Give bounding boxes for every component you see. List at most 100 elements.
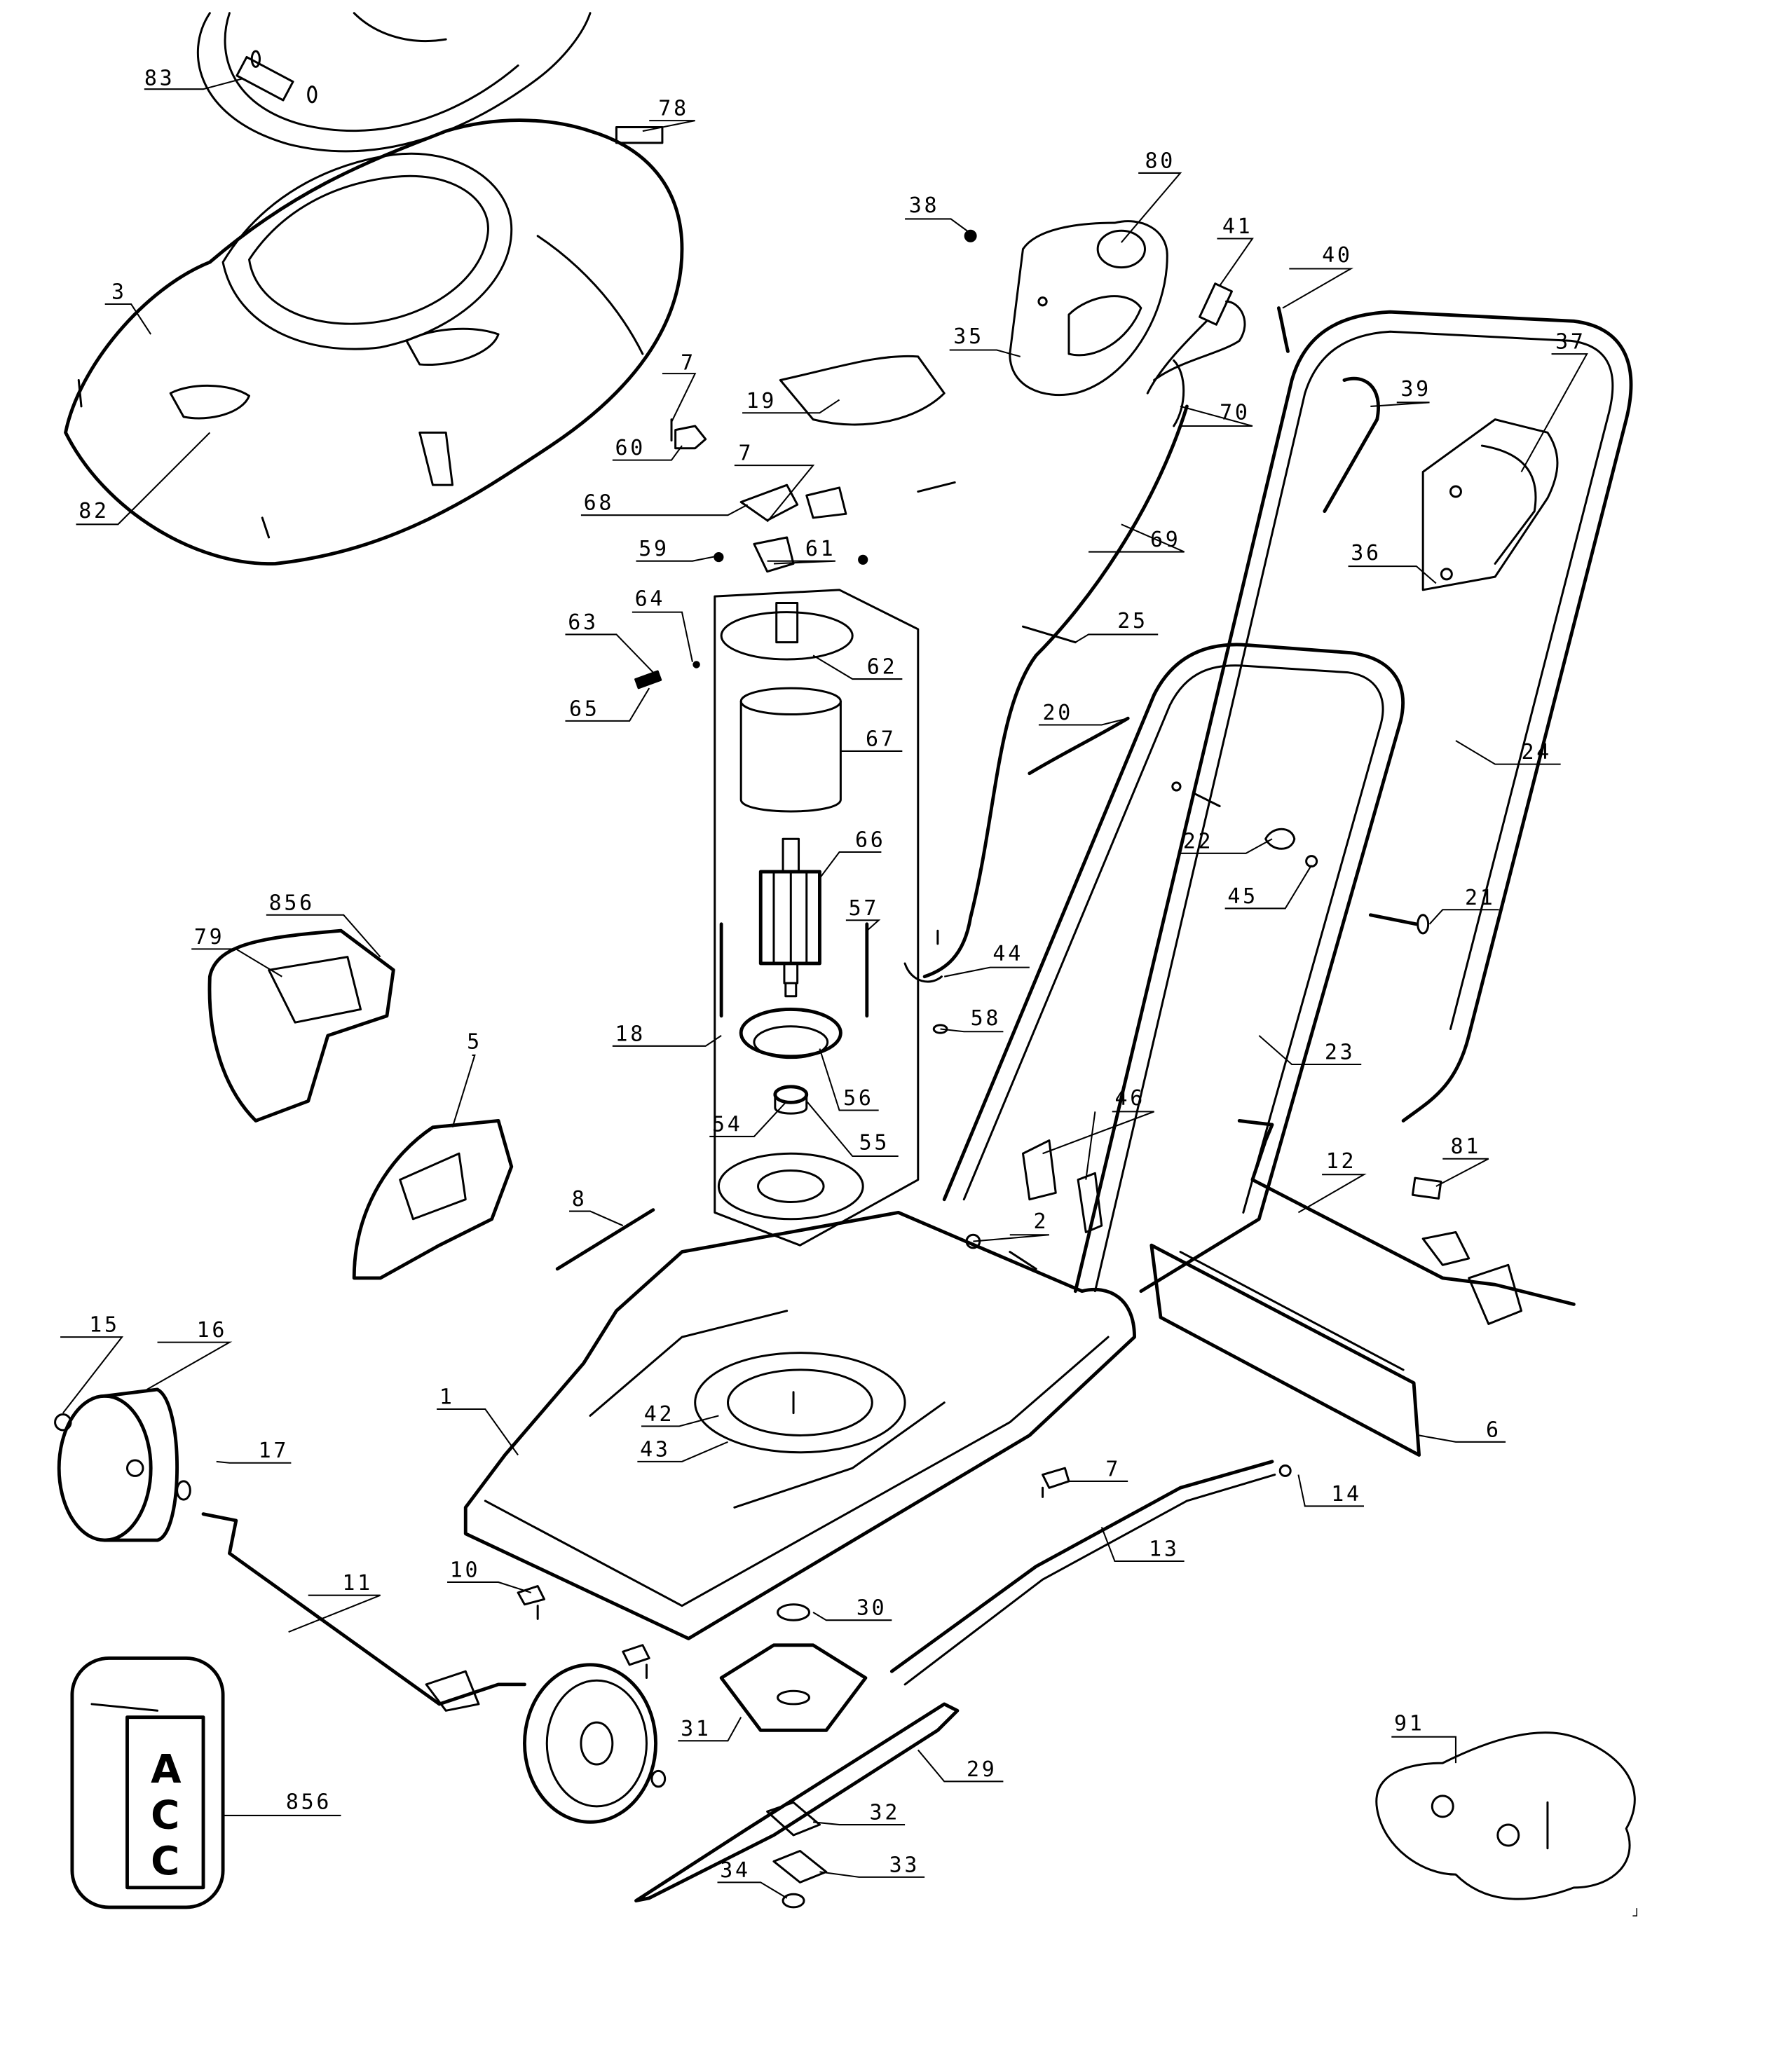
callout-label: 59 <box>639 537 669 561</box>
callout-label: 7 <box>681 351 696 376</box>
callout-label: 3 <box>111 280 127 305</box>
leader-line <box>1074 633 1159 643</box>
leader-line <box>1179 838 1273 854</box>
leader-line <box>146 1341 233 1390</box>
callout-label: 2 <box>1033 1209 1049 1234</box>
callout-label: 30 <box>857 1596 887 1621</box>
part-25-cable-clip <box>1021 625 1077 644</box>
part-41-cable <box>1146 282 1246 394</box>
callout-67: 67 <box>840 727 903 752</box>
part-motor-base-plate <box>717 1152 864 1221</box>
part-39-lever <box>1323 376 1380 514</box>
callout-44: 44 <box>944 942 1030 977</box>
callout-83: 83 <box>144 67 243 91</box>
callout-15: 15 <box>60 1313 124 1414</box>
part-38-nut <box>964 229 977 242</box>
callout-91: 91 <box>1391 1711 1456 1764</box>
part-70-handle-piece <box>1173 359 1185 427</box>
part-78-label <box>615 125 664 144</box>
callout-label: 856 <box>286 1790 332 1815</box>
callout-label: 8 <box>572 1187 587 1212</box>
leader-line <box>1297 1174 1367 1214</box>
callout-label: 34 <box>720 1858 751 1883</box>
callout-label: 63 <box>568 610 599 635</box>
callout-65: 65 <box>565 687 650 722</box>
callout-6: 6 <box>1419 1418 1506 1443</box>
part-23-lower-handle <box>942 643 1405 1294</box>
leader-line <box>1520 353 1588 472</box>
callout-1: 1 <box>437 1385 519 1456</box>
callout-label: 7 <box>738 441 753 466</box>
leader-line <box>1370 402 1430 407</box>
callout-20: 20 <box>1038 701 1128 726</box>
part-10-bracket <box>517 1585 650 1680</box>
callout-78: 78 <box>642 97 695 132</box>
part-34-nut <box>782 1893 805 1909</box>
callout-82: 82 <box>76 432 211 526</box>
part-32-plate <box>766 1801 821 1837</box>
leader-line <box>612 1035 722 1047</box>
leader-line <box>144 78 243 90</box>
part-67-stator <box>739 687 842 813</box>
callout-label: 25 <box>1117 609 1148 633</box>
callout-62: 62 <box>812 654 903 680</box>
callout-label: 10 <box>450 1558 481 1582</box>
leader-line <box>266 914 381 958</box>
callout-label: 32 <box>870 1801 901 1825</box>
callout-label: 54 <box>712 1112 743 1137</box>
callout-60: 60 <box>612 436 683 461</box>
callout-label: 11 <box>342 1571 373 1596</box>
callout-label: 37 <box>1555 330 1586 355</box>
callout-79: 79 <box>191 925 282 977</box>
callout-label: 17 <box>259 1439 289 1463</box>
callout-24: 24 <box>1455 740 1561 765</box>
callout-label: 80 <box>1145 149 1176 173</box>
callout-label: 22 <box>1183 829 1214 853</box>
leader-line <box>819 851 882 879</box>
callout-35: 35 <box>949 324 1021 357</box>
leader-line <box>734 465 815 523</box>
part-13-linkage <box>889 1460 1276 1686</box>
part-8-axle-rod <box>555 1208 655 1271</box>
acc-letter: C <box>151 1839 179 1884</box>
callout-label: 55 <box>859 1131 890 1155</box>
callout-856: 856 <box>223 1790 341 1816</box>
callout-21: 21 <box>1428 886 1499 925</box>
callout-17: 17 <box>216 1439 292 1464</box>
part-21-bolt <box>1368 913 1430 935</box>
leader-line <box>805 1100 899 1158</box>
callout-37: 37 <box>1520 330 1588 472</box>
part-57-rods <box>719 922 869 1018</box>
leader-line <box>612 445 683 461</box>
callout-34: 34 <box>717 1858 788 1899</box>
part-62-brush-holder <box>720 602 854 661</box>
callout-label: 56 <box>843 1086 874 1111</box>
callout-69: 69 <box>1089 523 1185 553</box>
callout-25: 25 <box>1074 609 1159 643</box>
callout-label: 14 <box>1331 1482 1362 1507</box>
part-1-deck <box>463 1210 1136 1640</box>
callout-label: 67 <box>866 727 896 751</box>
callout-label: 23 <box>1325 1041 1356 1065</box>
leader-line <box>636 555 719 562</box>
callout-42: 42 <box>641 1402 719 1427</box>
part-30-washer <box>777 1603 810 1621</box>
part-18-motor-assembly-outline <box>714 589 920 1247</box>
leader-line <box>812 654 903 680</box>
acc-letter: A <box>151 1747 182 1792</box>
callout-58: 58 <box>940 1006 1004 1033</box>
leader-line <box>437 1408 519 1456</box>
part-group-motor-fasteners <box>670 355 956 573</box>
part-856-acc-inset: A C C <box>70 1656 225 1909</box>
callout-label: 33 <box>889 1853 920 1877</box>
part-5-side-guard <box>352 1119 514 1280</box>
callout-30: 30 <box>812 1596 892 1621</box>
callout-7: 7 <box>734 441 815 523</box>
callout-63: 63 <box>565 610 657 676</box>
part-79-grass-flap <box>207 928 395 1123</box>
part-14-nut <box>1278 1464 1292 1477</box>
leader-line <box>1121 172 1182 243</box>
callout-18: 18 <box>612 1022 722 1047</box>
corner-mark: ┘ <box>1632 1908 1644 1924</box>
